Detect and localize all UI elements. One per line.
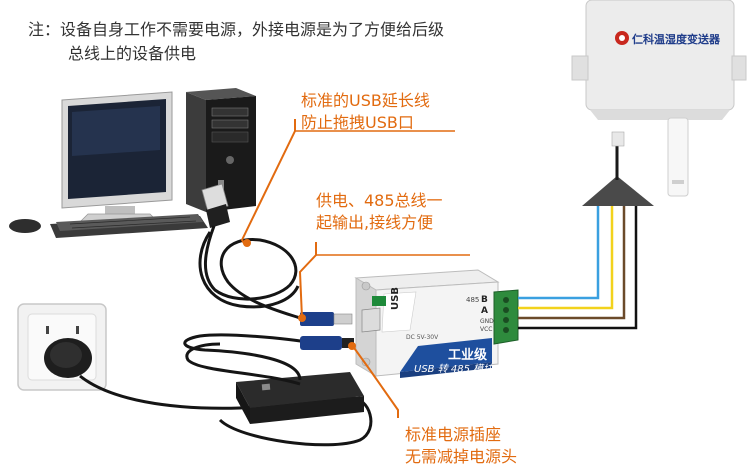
dc-cable bbox=[183, 333, 319, 386]
callout-usb-extension: 标准的USB延长线 防止拖拽USB口 bbox=[301, 90, 430, 134]
terminal-block bbox=[493, 289, 519, 345]
converter-title: 工业级 bbox=[448, 348, 488, 363]
note-line-2: 总线上的设备供电 bbox=[68, 44, 197, 63]
power-adapter bbox=[236, 372, 364, 424]
usb-connector-blue bbox=[300, 312, 353, 326]
converter-pin-b: B bbox=[481, 295, 488, 305]
callout-power-485-line-2: 起输出,接线方便 bbox=[316, 213, 434, 232]
usb-485-converter bbox=[354, 269, 500, 378]
temp-humidity-transmitter bbox=[571, 0, 747, 197]
note-line-1: 注：设备自身工作不需要电源，外接电源是为了方便给后级 bbox=[28, 20, 445, 39]
callout-power-socket-line-2: 无需减掉电源头 bbox=[405, 447, 518, 466]
converter-vcc-label: VCC bbox=[480, 326, 493, 333]
cable-gland bbox=[582, 176, 654, 206]
bus-wires bbox=[518, 206, 638, 330]
monitor bbox=[61, 91, 173, 223]
usb-plug-pc bbox=[201, 183, 230, 228]
converter-gnd-label: GND bbox=[480, 318, 494, 325]
converter-subtitle: USB 转 485 模块 bbox=[414, 364, 494, 375]
callout-usb-extension-line-2: 防止拖拽USB口 bbox=[301, 113, 414, 132]
note-text: 注：设备自身工作不需要电源，外接电源是为了方便给后级 总线上的设备供电 bbox=[28, 18, 444, 66]
pc-tower bbox=[186, 88, 256, 212]
callout-power-socket-line-1: 标准电源插座 bbox=[405, 425, 502, 444]
converter-pin-a: A bbox=[481, 306, 488, 316]
converter-small-text: DC 5V-30V bbox=[406, 334, 439, 341]
converter-usb-label: USB bbox=[390, 287, 401, 310]
dc-barrel-connector bbox=[300, 336, 354, 350]
keyboard bbox=[50, 214, 208, 238]
callout-power-485-line-1: 供电、485总线一 bbox=[316, 191, 443, 210]
transmitter-brand-label: 仁科温湿度变送器 bbox=[632, 33, 720, 46]
callout-usb-extension-line-1: 标准的USB延长线 bbox=[301, 91, 430, 110]
converter-pin-485: 485 bbox=[466, 296, 480, 304]
power-plug bbox=[44, 338, 92, 378]
callout-power-485: 供电、485总线一 起输出,接线方便 bbox=[316, 190, 443, 234]
callout-power-socket: 标准电源插座 无需减掉电源头 bbox=[405, 424, 517, 468]
mouse bbox=[9, 219, 41, 233]
